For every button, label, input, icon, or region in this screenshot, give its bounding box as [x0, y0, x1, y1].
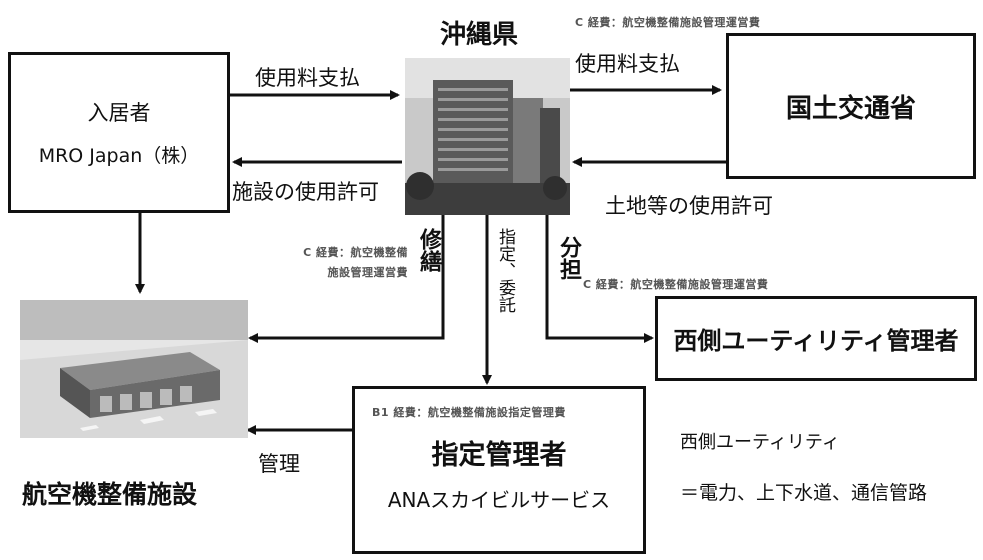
- west-utility-note-line2: ＝電力、上下水道、通信管路: [680, 482, 928, 504]
- c-cost-share-label: C 経費：航空機整備施設管理運営費: [583, 278, 769, 291]
- prefectural-office-photo: [405, 58, 570, 215]
- mlit-box: 国土交通省: [726, 33, 976, 179]
- designated-manager-name: ANAスカイビルサービス: [387, 488, 611, 512]
- okinawa-building-image: [405, 58, 570, 215]
- label-okinawa-to-mlit: 使用料支払: [575, 52, 680, 76]
- label-tenant-to-okinawa: 使用料支払: [255, 66, 360, 90]
- label-designate: 指定、委託: [495, 228, 515, 313]
- okinawa-label: 沖縄県: [440, 20, 519, 50]
- label-okinawa-to-tenant: 施設の使用許可: [232, 180, 379, 204]
- tenant-box: 入居者 MRO Japan（株）: [8, 52, 230, 213]
- mlit-label: 国土交通省: [785, 93, 916, 124]
- label-share: 分担: [556, 236, 581, 280]
- designated-manager-title: 指定管理者: [431, 440, 567, 471]
- tenant-role: 入居者: [87, 101, 151, 125]
- west-utility-note-line1: 西側ユーティリティ: [680, 432, 840, 453]
- c-cost-repair-label-line2: 施設管理運営費: [327, 266, 408, 279]
- designated-manager-box: 指定管理者 ANAスカイビルサービス: [352, 386, 646, 554]
- arrow-share: [545, 215, 654, 343]
- label-repair: 修繕: [416, 228, 441, 272]
- facility-render-icon: [20, 300, 248, 438]
- tenant-name: MRO Japan（株）: [38, 145, 200, 167]
- facility-image: [20, 300, 248, 438]
- label-manage: 管理: [258, 452, 300, 476]
- arrow-repair: [248, 215, 445, 343]
- west-utility-manager-label: 西側ユーティリティ管理者: [673, 327, 959, 355]
- c-cost-mlit-label: C 経費：航空機整備施設管理運営費: [575, 16, 761, 29]
- c-cost-repair-label-line1: C 経費：航空機整備: [303, 246, 408, 259]
- facility-label: 航空機整備施設: [22, 480, 198, 509]
- label-mlit-to-okinawa: 土地等の使用許可: [605, 194, 773, 218]
- west-utility-manager-box: 西側ユーティリティ管理者: [655, 296, 977, 381]
- b1-cost-label: B1 経費：航空機整備施設指定管理費: [372, 406, 566, 419]
